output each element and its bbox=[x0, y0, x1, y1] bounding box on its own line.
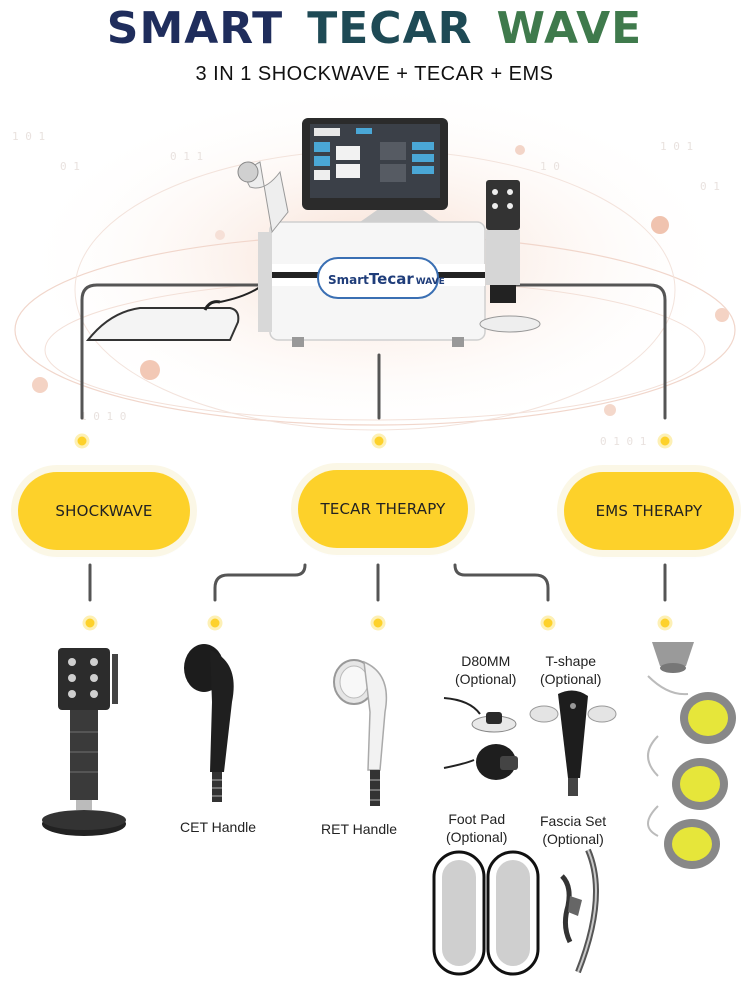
category-shockwave: SHOCKWAVE bbox=[18, 472, 190, 550]
ems-electrodes-image bbox=[647, 642, 736, 869]
ret-handle-label: RET Handle bbox=[321, 821, 398, 837]
d80mm-label-line2: (Optional) bbox=[455, 671, 517, 687]
fascia-label-line1: Fascia Set bbox=[540, 813, 607, 829]
tshape-label-line1: T-shape bbox=[545, 653, 597, 669]
ret-handle-image bbox=[333, 659, 388, 806]
footpad-label-line2: (Optional) bbox=[446, 829, 508, 845]
footpad-label-line1: Foot Pad bbox=[448, 811, 506, 827]
cet-handle-label: CET Handle bbox=[180, 819, 257, 835]
tshape-label: T-shape (Optional) bbox=[540, 652, 601, 688]
cet-handle-image bbox=[184, 644, 234, 802]
electrode-pad-icon bbox=[85, 261, 281, 341]
tshape-handle-image bbox=[529, 690, 617, 796]
foot-pad-image bbox=[432, 850, 540, 976]
fascia-set-image bbox=[560, 848, 599, 974]
d80mm-label-line1: D80MM bbox=[461, 653, 511, 669]
logo-text-smart: Smart bbox=[328, 273, 369, 287]
footpad-label: Foot Pad (Optional) bbox=[446, 810, 507, 846]
fascia-label-line2: (Optional) bbox=[542, 831, 604, 847]
category-tecar-therapy: TECAR THERAPY bbox=[298, 470, 468, 548]
tshape-label-line2: (Optional) bbox=[540, 671, 602, 687]
shockwave-handpiece-image bbox=[42, 648, 126, 836]
title-word-smart: SMART bbox=[106, 3, 284, 54]
page-title: SMART TECAR WAVE bbox=[0, 4, 749, 54]
d80mm-electrode-image bbox=[443, 697, 518, 780]
logo-text-wave: WAVE bbox=[416, 277, 445, 287]
category-ems-therapy: EMS THERAPY bbox=[564, 472, 734, 550]
d80mm-label: D80MM (Optional) bbox=[455, 652, 516, 688]
page-subtitle: 3 IN 1 SHOCKWAVE + TECAR + EMS bbox=[195, 63, 554, 85]
fascia-label: Fascia Set (Optional) bbox=[540, 812, 606, 848]
title-word-wave: WAVE bbox=[496, 3, 643, 54]
title-word-tecar: TECAR bbox=[307, 3, 473, 54]
logo-text-tecar: Tecar bbox=[369, 270, 414, 288]
